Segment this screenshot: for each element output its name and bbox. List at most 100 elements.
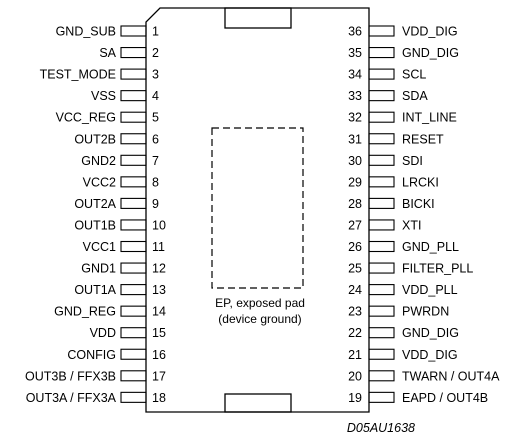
pin-number: 17 [152, 369, 166, 383]
pin-28: 28 BICKI [348, 197, 435, 211]
pin-number: 35 [348, 46, 362, 60]
pin-lead [120, 133, 147, 145]
pin-name: GND1 [81, 262, 116, 276]
pin-number: 20 [348, 369, 362, 383]
pin-lead [120, 305, 147, 317]
bottom-tab [224, 393, 292, 413]
pin-lead [120, 111, 147, 123]
pin-lead [120, 176, 147, 188]
pin-name: GND_DIG [402, 46, 459, 60]
pin-name: SCL [402, 68, 426, 82]
pin-lead [120, 90, 147, 102]
pin-number: 26 [348, 240, 362, 254]
pin-lead [120, 284, 147, 296]
pin-36: 36 VDD_DIG [348, 25, 457, 39]
pin-17: OUT3B / FFX3B 17 [25, 369, 166, 383]
pin-name: SA [99, 46, 116, 60]
pin-number: 33 [348, 89, 362, 103]
pin-3: TEST_MODE 3 [40, 68, 159, 82]
pin-name: OUT3B / FFX3B [25, 369, 116, 383]
pin-name: GND_SUB [56, 25, 116, 39]
pin-number: 31 [348, 132, 362, 146]
pin-name: TEST_MODE [40, 68, 116, 82]
pin-number: 34 [348, 68, 362, 82]
pin-lead [368, 46, 395, 59]
pin-number: 15 [152, 326, 166, 340]
pin-lead [120, 46, 147, 59]
pin-number: 19 [348, 391, 362, 405]
drawing-code: D05AU1638 [347, 421, 415, 435]
pin-number: 29 [348, 175, 362, 189]
pin-lead [368, 176, 395, 188]
pin-number: 24 [348, 283, 362, 297]
pin-lead [368, 25, 395, 37]
pin-name: VSS [91, 89, 116, 103]
pin-lead [368, 305, 395, 317]
pin-name: GND_PLL [402, 240, 459, 254]
pin-number: 27 [348, 218, 362, 232]
pin-number: 8 [152, 175, 159, 189]
pin-23: 23 PWRDN [348, 305, 449, 319]
pin-lead [368, 133, 395, 145]
pin-34: 34 SCL [348, 68, 426, 82]
pin-name: EAPD / OUT4B [402, 391, 488, 405]
pin-name: OUT2B [74, 132, 116, 146]
exposed-pad-note: (device ground) [218, 312, 301, 326]
pin-lead [368, 240, 395, 253]
pin-lead [368, 262, 395, 274]
pin-name: VDD_DIG [402, 348, 458, 362]
pin-name: VCC2 [83, 175, 116, 189]
pin-lead [120, 348, 147, 360]
pin-number: 23 [348, 305, 362, 319]
pin-number: 11 [152, 240, 165, 254]
exposed-pad-label: EP, exposed pad [215, 296, 305, 310]
pin-lead [368, 348, 395, 360]
pin-lead [120, 219, 147, 231]
package-body [145, 7, 370, 413]
pin-lead [368, 197, 395, 209]
pin-number: 22 [348, 326, 362, 340]
pin-name: GND_REG [54, 305, 116, 319]
pin-35: 35 GND_DIG [348, 46, 459, 60]
pin-number: 1 [152, 25, 159, 39]
pin-lead [368, 68, 395, 80]
pin-number: 14 [152, 305, 166, 319]
pin-name: GND2 [81, 154, 116, 168]
pin-lead [368, 90, 395, 102]
pin-name: VCC1 [83, 240, 116, 254]
pin-name: VDD_DIG [402, 25, 458, 39]
pin-8: VCC2 8 [83, 175, 159, 189]
pin-2: SA 2 [99, 46, 159, 60]
exposed-pad [211, 127, 304, 289]
pin-lead [368, 370, 395, 382]
pin-number: 28 [348, 197, 362, 211]
pin-name: PWRDN [402, 305, 449, 319]
pin-name: SDI [402, 154, 423, 168]
pin-number: 36 [348, 25, 362, 39]
pin-number: 3 [152, 68, 159, 82]
pin-number: 9 [152, 197, 159, 211]
pin-number: 2 [152, 46, 159, 60]
pin-name: OUT3A / FFX3A [26, 391, 117, 405]
pin-number: 10 [152, 218, 166, 232]
pin-1: GND_SUB 1 [56, 25, 159, 39]
pin-number: 25 [348, 262, 362, 276]
pin-name: BICKI [402, 197, 435, 211]
pin-name: VCC_REG [56, 111, 116, 125]
pin-lead [120, 262, 147, 274]
pin-name: OUT1A [74, 283, 116, 297]
pin-number: 12 [152, 262, 166, 276]
